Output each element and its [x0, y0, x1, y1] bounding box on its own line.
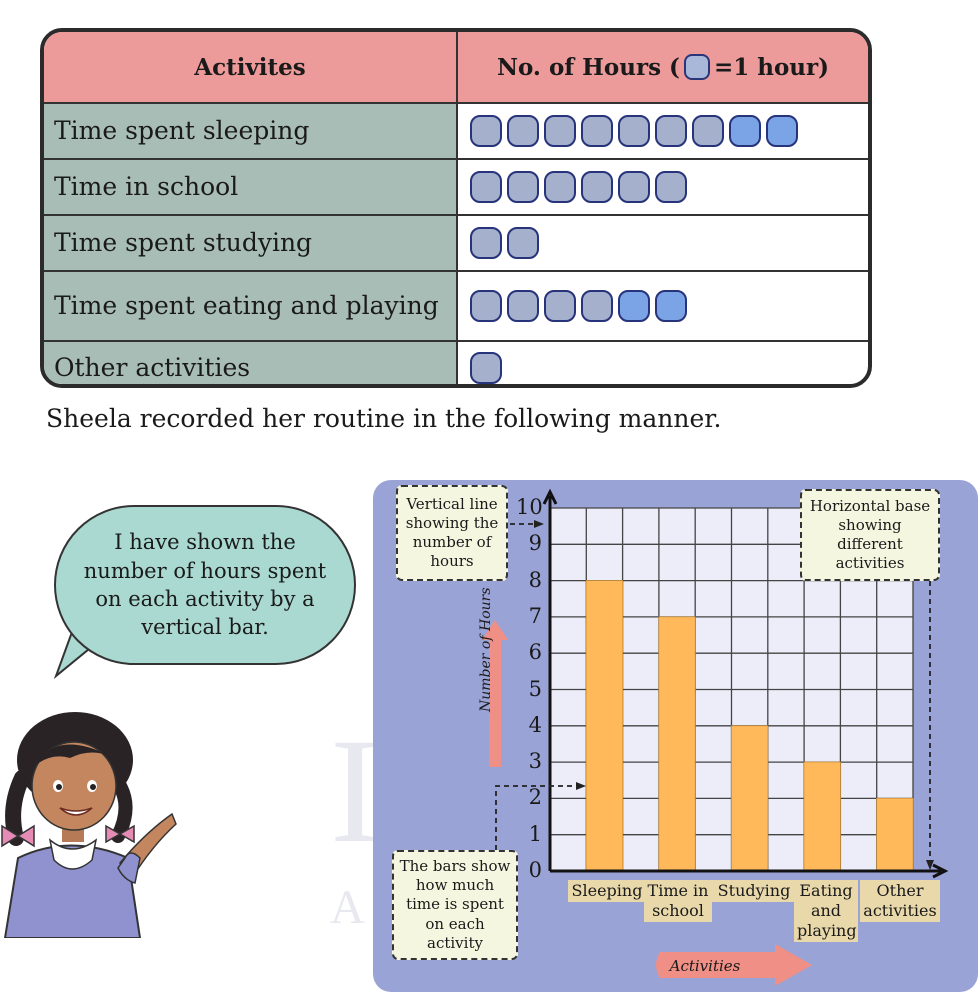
x-label-arrow [656, 944, 812, 986]
note-bars: The bars show how much time is spent on … [392, 850, 518, 960]
hour-icon [507, 290, 539, 322]
caption: Sheela recorded her routine in the follo… [46, 404, 722, 433]
pointer-horizontal-head [926, 860, 934, 870]
hour-icon [470, 352, 502, 384]
hour-icon [544, 171, 576, 203]
y-tick-label: 3 [528, 749, 542, 774]
table-row: Time in school [44, 160, 868, 216]
hour-icon [581, 171, 613, 203]
hour-icon [470, 115, 502, 147]
hours-cell [458, 272, 868, 340]
header-hours: No. of Hours ( =1 hour) [458, 32, 868, 102]
hour-icon [507, 171, 539, 203]
header-hours-suffix: =1 hour) [713, 53, 830, 81]
y-axis-label: Number of Hours [478, 587, 494, 712]
y-tick-label: 6 [528, 640, 542, 665]
note-horizontal-base: Horizontal base showing different activi… [800, 489, 940, 581]
activity-cell: Time in school [44, 160, 458, 214]
pointer-bars-head [576, 782, 586, 790]
hours-cell [458, 216, 868, 270]
hour-icon [470, 290, 502, 322]
hour-icon [507, 227, 539, 259]
table-row: Time spent eating and playing [44, 272, 868, 342]
x-axis-arrowhead [932, 863, 949, 879]
hour-icon [544, 115, 576, 147]
activity-cell: Time spent eating and playing [44, 272, 458, 340]
y-label-arrow [482, 620, 508, 767]
pictograph-table: Activites No. of Hours ( =1 hour) Time s… [40, 28, 872, 388]
y-tick-label: 0 [528, 858, 542, 882]
bar-4 [803, 761, 841, 872]
activity-cell: Time spent studying [44, 216, 458, 270]
x-tick-label: Other activities [860, 880, 940, 922]
hour-icon [692, 115, 724, 147]
hour-unit-icon [683, 54, 710, 80]
hours-cell [458, 160, 868, 214]
hour-icon [655, 115, 687, 147]
header-activity: Activites [44, 32, 458, 102]
bar-1 [585, 580, 623, 872]
y-tick-label: 7 [528, 603, 542, 628]
hour-icon [544, 290, 576, 322]
pointer-bars [495, 785, 580, 850]
y-tick-label: 4 [528, 712, 542, 737]
x-tick-label: Time in school [644, 880, 712, 922]
hour-icon [618, 115, 650, 147]
hour-icon [507, 115, 539, 147]
hour-icon [766, 115, 798, 147]
table-row: Time spent sleeping [44, 104, 868, 160]
y-axis-arrowhead [542, 488, 558, 505]
hour-icon [655, 171, 687, 203]
pointer-vertical-head [534, 520, 544, 528]
table-row: Other activities [44, 342, 868, 384]
hours-cell [458, 104, 868, 158]
x-axis-label: Activities [669, 957, 741, 975]
y-tick-label: 5 [528, 676, 542, 701]
x-tick-label: Sleeping [568, 880, 646, 902]
hour-icon [470, 227, 502, 259]
table-header: Activites No. of Hours ( =1 hour) [44, 32, 868, 104]
x-tick-label: Studying [712, 880, 796, 902]
hour-icon [581, 115, 613, 147]
hour-icon [655, 290, 687, 322]
hour-icon [470, 171, 502, 203]
y-tick-label: 2 [528, 785, 542, 810]
y-tick-label: 10 [516, 495, 543, 519]
bar-2 [658, 616, 696, 872]
activity-cell: Other activities [44, 342, 458, 384]
hour-icon [618, 171, 650, 203]
hour-icon [618, 290, 650, 322]
bar-3 [731, 725, 769, 872]
header-hours-prefix: No. of Hours ( [496, 53, 680, 81]
hour-icon [729, 115, 761, 147]
hours-cell [458, 342, 868, 384]
y-tick-label: 8 [528, 567, 542, 592]
speech-bubble: I have shown the number of hours spent o… [54, 505, 356, 665]
bar-5 [876, 798, 914, 872]
x-tick-label: Eating and playing [794, 880, 858, 942]
hour-icon [581, 290, 613, 322]
girl-illustration [1, 712, 177, 938]
y-tick-label: 1 [528, 821, 542, 846]
y-tick-label: 9 [528, 531, 542, 556]
table-row: Time spent studying [44, 216, 868, 272]
activity-cell: Time spent sleeping [44, 104, 458, 158]
note-vertical-line: Vertical line showing the number of hour… [396, 485, 508, 581]
